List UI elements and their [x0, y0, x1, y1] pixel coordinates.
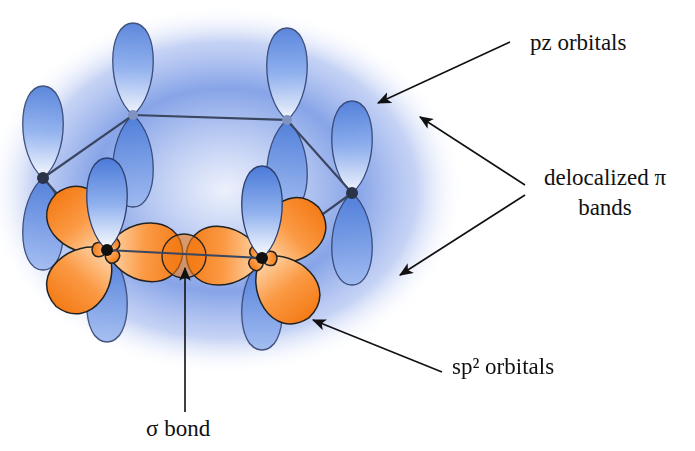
band-label: delocalized π bands: [530, 163, 680, 223]
orbital-label: sp² orbitals: [452, 352, 554, 382]
orbital-label: pz orbitals: [530, 28, 626, 58]
bond-label: σ bond: [146, 414, 210, 444]
